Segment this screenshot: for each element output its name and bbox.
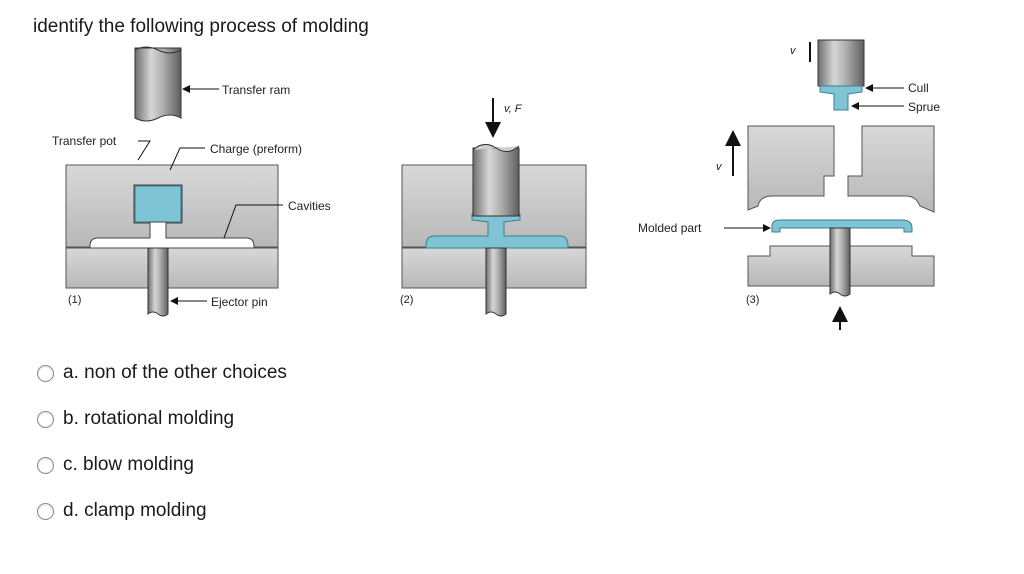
option-c-label[interactable]: c. blow molding	[63, 454, 194, 475]
ejector-pin	[147, 247, 169, 317]
label-v-top: v	[790, 45, 797, 57]
label-vf: v, F	[504, 103, 523, 115]
molded-part	[771, 219, 913, 233]
label-step-2: (2)	[400, 294, 413, 306]
option-b[interactable]: b. rotational molding	[37, 396, 287, 442]
option-c[interactable]: c. blow molding	[37, 442, 287, 488]
option-d-label[interactable]: d. clamp molding	[63, 500, 207, 521]
lower-mold	[65, 247, 279, 289]
label-sprue: Sprue	[908, 100, 940, 114]
question-text: identify the following process of moldin…	[33, 16, 369, 37]
radio-button-d[interactable]	[37, 502, 54, 520]
label-molded-part: Molded part	[638, 221, 702, 235]
label-cavities: Cavities	[288, 199, 331, 213]
transfer-ram-2	[472, 147, 520, 217]
label-cull: Cull	[908, 81, 929, 95]
ejector-pin-2	[485, 247, 507, 317]
transfer-ram	[134, 47, 182, 122]
step-3-diagram: v Cull Sprue v Molded part (3)	[638, 39, 940, 330]
answer-options: a. non of the other choices b. rotationa…	[37, 350, 287, 534]
upper-mold-3-right	[847, 125, 935, 213]
radio-button-b[interactable]	[37, 410, 54, 428]
label-ejector-pin: Ejector pin	[211, 295, 268, 309]
label-v-mid: v	[716, 161, 723, 173]
cavity-channel	[89, 221, 255, 249]
ejector-pin-3	[829, 227, 851, 297]
step-2-diagram: v, F (2)	[400, 98, 587, 317]
option-a-label[interactable]: a. non of the other choices	[63, 362, 287, 383]
transfer-ram-3	[817, 39, 865, 87]
option-a[interactable]: a. non of the other choices	[37, 350, 287, 396]
label-charge: Charge (preform)	[210, 142, 302, 156]
option-b-label[interactable]: b. rotational molding	[63, 408, 235, 429]
radio-button-a[interactable]	[37, 364, 54, 382]
step-1-diagram: Transfer ram Transfer pot Charge (prefor…	[52, 46, 331, 317]
option-d[interactable]: d. clamp molding	[37, 488, 287, 534]
label-step-1: (1)	[68, 294, 81, 306]
filled-cavity	[425, 213, 569, 249]
label-transfer-ram: Transfer ram	[222, 83, 290, 97]
label-transfer-pot: Transfer pot	[52, 134, 117, 148]
cull-sprue	[819, 85, 863, 111]
upper-mold-3-left	[747, 125, 835, 211]
transfer-molding-diagram: Transfer ram Transfer pot Charge (prefor…	[52, 39, 940, 330]
radio-button-c[interactable]	[37, 456, 54, 474]
charge-preform	[134, 185, 182, 223]
label-step-3: (3)	[746, 294, 759, 306]
